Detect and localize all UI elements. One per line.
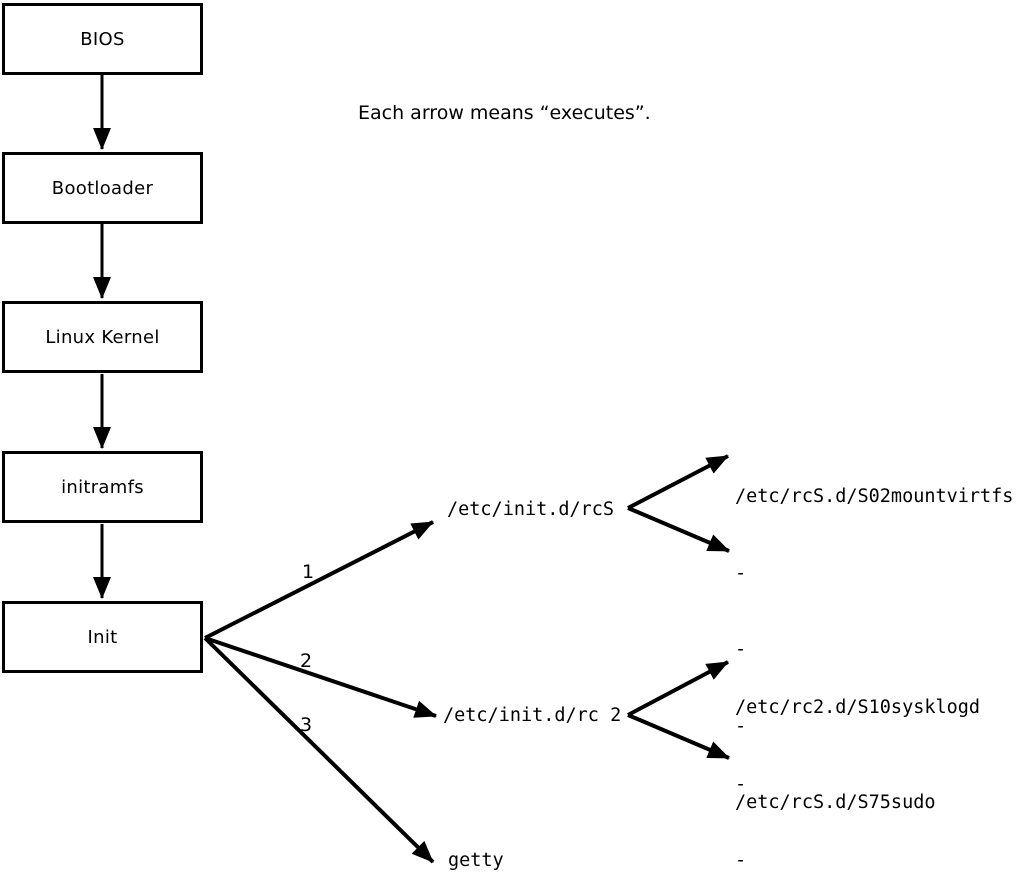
box-initramfs: initramfs bbox=[2, 451, 203, 523]
box-linux-kernel: Linux Kernel bbox=[2, 301, 203, 373]
box-bios: BIOS bbox=[2, 3, 203, 75]
box-init: Init bbox=[2, 601, 203, 673]
arrow-rc2-to-s10sysklogd bbox=[627, 660, 729, 717]
arrow-init-to-rcS bbox=[204, 520, 434, 640]
rcS-script-s02mountvirtfs: /etc/rcS.d/S02mountvirtfs bbox=[735, 486, 1014, 507]
rc2-script-s10sysklogd: /etc/rc2.d/S10sysklogd bbox=[735, 697, 981, 718]
rc2-script-ellipsis-1: - bbox=[735, 773, 747, 795]
arrow-label-2: 2 bbox=[300, 650, 313, 672]
arrow-rc2-to-s99gdm bbox=[627, 713, 730, 760]
arrow-rcS-to-s75sudo bbox=[627, 506, 730, 553]
arrow-init-to-rc2 bbox=[204, 636, 437, 718]
box-initramfs-label: initramfs bbox=[61, 476, 144, 498]
arrow-label-1: 1 bbox=[302, 561, 315, 583]
target-rcS: /etc/init.d/rcS bbox=[447, 499, 615, 520]
rc2-script-list: /etc/rc2.d/S10sysklogd - - - /etc/rc2.d/… bbox=[735, 644, 980, 875]
rcS-script-list: /etc/rcS.d/S02mountvirtfs - - - /etc/rcS… bbox=[735, 433, 1013, 867]
box-bios-label: BIOS bbox=[80, 28, 125, 50]
rcS-script-ellipsis-1: - bbox=[735, 562, 747, 584]
rcS-script-ellipsis-3: - bbox=[735, 715, 747, 737]
legend-note: Each arrow means “executes”. bbox=[358, 102, 651, 124]
box-init-label: Init bbox=[87, 626, 118, 648]
rcS-script-s75sudo: /etc/rcS.d/S75sudo bbox=[735, 792, 936, 813]
arrow-init-to-getty bbox=[203, 636, 435, 864]
box-linux-kernel-label: Linux Kernel bbox=[45, 326, 160, 348]
rc2-script-ellipsis-2: - bbox=[735, 850, 747, 871]
arrow-label-3: 3 bbox=[300, 714, 313, 736]
rcS-script-ellipsis-2: - bbox=[735, 639, 747, 660]
box-bootloader: Bootloader bbox=[2, 152, 203, 224]
arrow-rcS-to-s02mountvirtfs bbox=[627, 454, 729, 510]
box-bootloader-label: Bootloader bbox=[51, 177, 154, 199]
target-getty: getty bbox=[448, 850, 504, 871]
target-rc2: /etc/init.d/rc 2 bbox=[443, 705, 622, 726]
